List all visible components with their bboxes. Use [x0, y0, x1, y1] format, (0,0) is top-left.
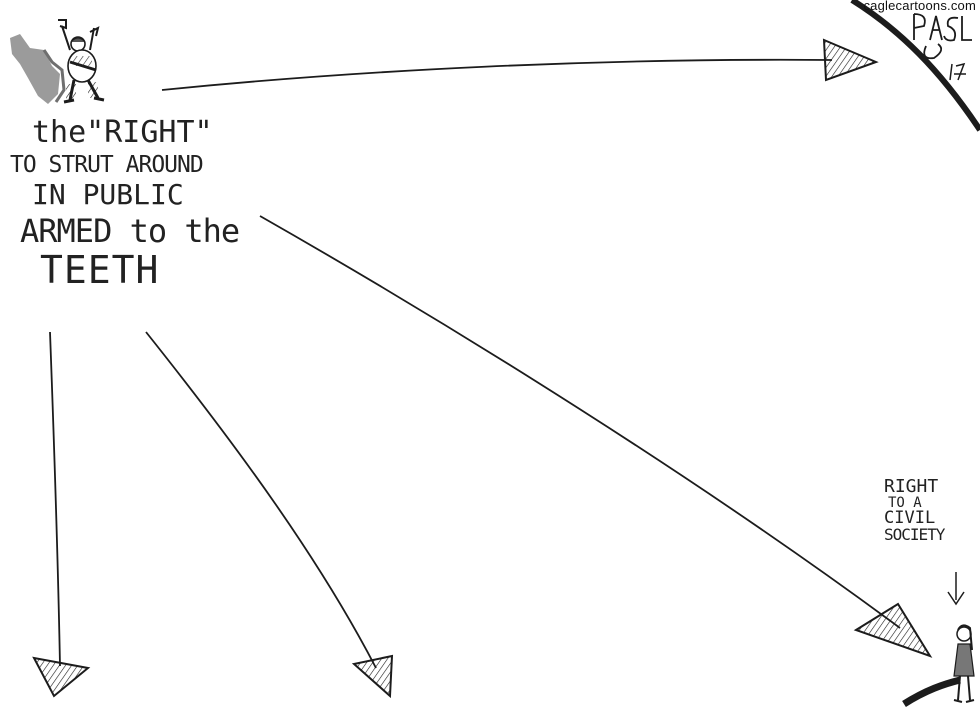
caption-line: the"RIGHT" [32, 115, 213, 150]
caption-line: TEETH [40, 248, 160, 292]
artist-signature [913, 13, 972, 81]
caption-line: CIVIL [884, 508, 936, 528]
shadow-shape [10, 34, 60, 104]
caption-line: SOCIETY [884, 525, 945, 544]
watermark: caglecartoons.com [863, 0, 976, 13]
arrow-right-top [161, 38, 879, 91]
arrow-down-left [32, 331, 91, 698]
civil-society-caption: RIGHT TO A CIVIL SOCIETY [884, 478, 980, 543]
arrow-to-civilian [259, 215, 933, 658]
caption-line: TO STRUT AROUND [10, 152, 204, 178]
main-caption: the"RIGHT" TO STRUT AROUND IN PUBLIC ARM… [10, 115, 280, 292]
small-down-arrow [947, 572, 965, 606]
caption-line: ARMED to the [20, 212, 240, 250]
caption-line: TO A [888, 495, 922, 511]
civilian-figure [902, 624, 975, 707]
arrow-down-middle [145, 331, 394, 699]
corner-curve [850, 0, 980, 132]
caption-line: RIGHT [884, 476, 939, 497]
armed-man-figure [10, 19, 105, 104]
caption-line: IN PUBLIC [32, 178, 184, 211]
